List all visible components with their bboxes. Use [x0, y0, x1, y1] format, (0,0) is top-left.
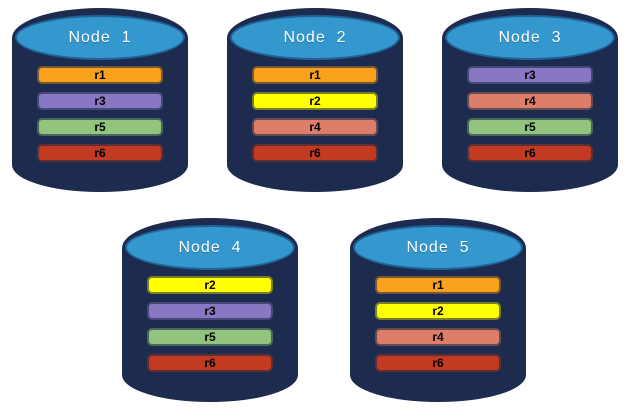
partition-bar: r3 — [147, 302, 273, 320]
partition-bar: r6 — [147, 354, 273, 372]
partition-list: r3 r4 r5 r6 — [467, 66, 593, 162]
partition-bar: r5 — [37, 118, 163, 136]
partition-bar: r6 — [37, 144, 163, 162]
partition-bar: r4 — [467, 92, 593, 110]
partition-bar: r6 — [375, 354, 501, 372]
node-title: Node 4 — [178, 238, 242, 256]
node-4-cylinder: Node 4 r2 r3 r5 r6 — [122, 218, 298, 402]
node-5-cylinder: Node 5 r1 r2 r4 r6 — [350, 218, 526, 402]
partition-bar: r1 — [252, 66, 378, 84]
node-title: Node 1 — [68, 28, 132, 46]
partition-bar: r6 — [252, 144, 378, 162]
node-row-bottom: Node 4 r2 r3 r5 r6 Node 5 r1 r2 r4 r6 — [122, 218, 526, 402]
node-1-cylinder: Node 1 r1 r3 r5 r6 — [12, 8, 188, 192]
partition-bar: r6 — [467, 144, 593, 162]
partition-bar: r1 — [375, 276, 501, 294]
node-row-top: Node 1 r1 r3 r5 r6 Node 2 r1 r2 r4 r6 — [12, 8, 618, 192]
partition-bar: r5 — [467, 118, 593, 136]
node-title: Node 5 — [406, 238, 470, 256]
cylinder-cap: Node 1 — [15, 15, 185, 60]
node-title: Node 2 — [283, 28, 347, 46]
partition-list: r2 r3 r5 r6 — [147, 276, 273, 372]
cylinder-cap: Node 5 — [353, 225, 523, 270]
partition-bar: r3 — [467, 66, 593, 84]
cylinder-cap: Node 4 — [125, 225, 295, 270]
partition-bar: r4 — [375, 328, 501, 346]
node-2-cylinder: Node 2 r1 r2 r4 r6 — [227, 8, 403, 192]
partition-bar: r5 — [147, 328, 273, 346]
partition-bar: r2 — [252, 92, 378, 110]
partition-list: r1 r3 r5 r6 — [37, 66, 163, 162]
partition-list: r1 r2 r4 r6 — [375, 276, 501, 372]
partition-bar: r2 — [375, 302, 501, 320]
partition-bar: r3 — [37, 92, 163, 110]
node-3-cylinder: Node 3 r3 r4 r5 r6 — [442, 8, 618, 192]
partition-bar: r2 — [147, 276, 273, 294]
partition-list: r1 r2 r4 r6 — [252, 66, 378, 162]
cylinder-cap: Node 2 — [230, 15, 400, 60]
partition-bar: r4 — [252, 118, 378, 136]
partition-bar: r1 — [37, 66, 163, 84]
node-title: Node 3 — [498, 28, 562, 46]
cylinder-cap: Node 3 — [445, 15, 615, 60]
